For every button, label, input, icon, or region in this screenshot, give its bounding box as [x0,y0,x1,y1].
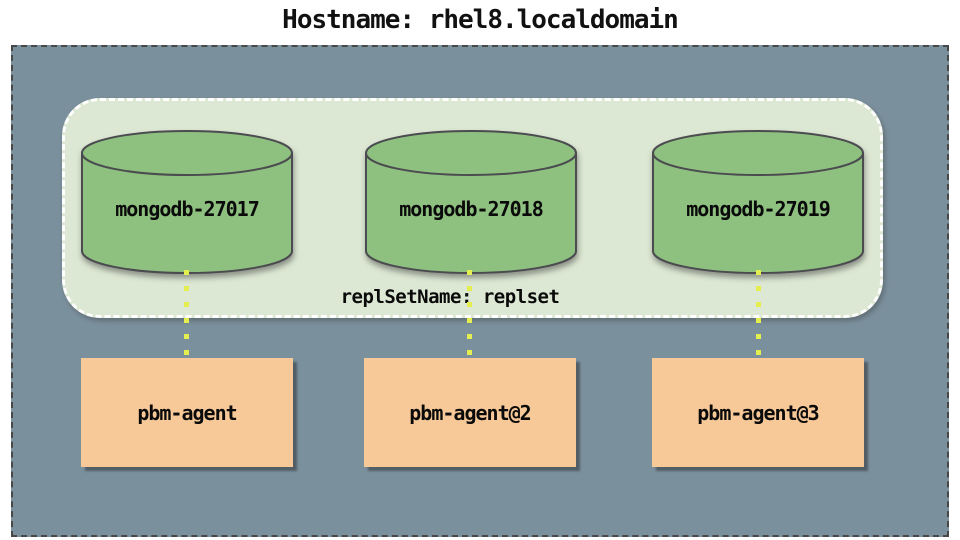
pbm-agent-label: pbm-agent [137,400,237,425]
mongodb-node-label: mongodb-27018 [399,197,544,221]
mongodb-node-label: mongodb-27019 [686,197,831,221]
mongodb-node-3: mongodb-27019 [651,128,865,276]
pbm-agent-box-3: pbm-agent@3 [652,358,864,467]
pbm-agent-label: pbm-agent@2 [409,400,531,425]
database-cylinder-icon [81,130,293,274]
pbm-agent-box-2: pbm-agent@2 [364,358,576,467]
pbm-agent-label: pbm-agent@3 [697,400,819,425]
replicaset-label: replSetName: replset [340,286,560,308]
hostname-title: Hostname: rhel8.localdomain [282,5,679,35]
connector-line-2 [467,270,472,362]
mongodb-node-label: mongodb-27017 [115,197,260,221]
connector-line-3 [756,270,761,362]
mongodb-node-1: mongodb-27017 [80,128,294,276]
mongodb-node-2: mongodb-27018 [364,128,578,276]
pbm-agent-box-1: pbm-agent [81,358,293,467]
connector-line-1 [184,270,189,362]
database-cylinder-icon [652,130,864,274]
